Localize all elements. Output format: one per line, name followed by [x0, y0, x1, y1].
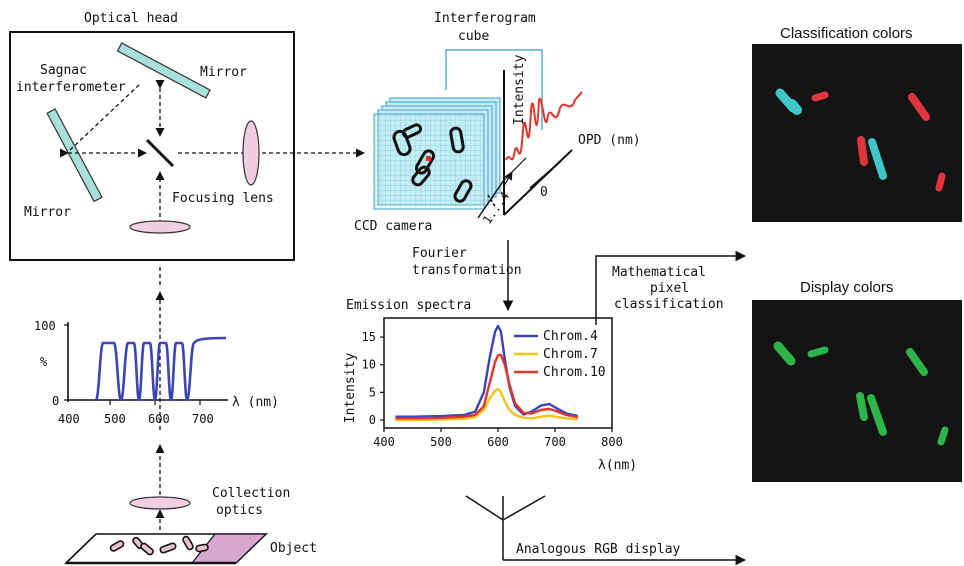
emission-spectra-chart: 400 500 600 700 800 0 5 10 15 Chrom.4Chrom.7Chro… — [362, 317, 623, 449]
object-chromosomes — [109, 535, 209, 556]
spectra-x-tick-label: 800 — [601, 435, 623, 449]
math-label-3: classification — [614, 297, 724, 312]
interferometer-beams — [59, 79, 365, 224]
cube-zero-label: 0 — [540, 185, 548, 200]
rgb-display-arrows — [465, 495, 747, 566]
filter-x-tick-500: 500 — [104, 412, 126, 426]
classification-chromosomes — [775, 88, 946, 192]
display-chromosomes — [773, 341, 949, 446]
filter-x-tick-700: 700 — [192, 412, 214, 426]
spectra-x-tick-label: 500 — [430, 435, 452, 449]
classification-image — [752, 44, 962, 222]
mirror-left-label: Mirror — [24, 205, 71, 220]
math-label-2: pixel — [650, 281, 689, 296]
ccd-camera-label: CCD camera — [354, 219, 432, 234]
spectra-ylabel: Intensity — [343, 353, 358, 424]
interferogram-label-1: Interferogram — [434, 11, 536, 26]
filter-x-tick-400: 400 — [58, 412, 80, 426]
spectra-series-line — [395, 387, 578, 422]
interferogram-curve — [505, 91, 583, 161]
fourier-label-1: Fourier — [412, 246, 467, 261]
cube-callout-line — [445, 49, 543, 130]
spectra-series-line — [395, 353, 579, 420]
filter-x-tick-600: 600 — [148, 412, 170, 426]
mirror-left — [46, 108, 103, 203]
optical-head-label: Optical head — [84, 11, 178, 26]
spectra-legend-label: Chrom.10 — [543, 365, 606, 380]
collection-label-2: optics — [216, 503, 263, 518]
cube-axes — [477, 70, 573, 219]
opd-label: OPD (nm) — [578, 133, 641, 148]
spectra-y-tick-label: 15 — [362, 330, 376, 344]
filter-chart: 100 % 0 400 500 600 700 λ (nm) — [34, 319, 279, 426]
cube-intensity-label: Intensity — [512, 54, 527, 125]
spectra-x-tick-label: 400 — [373, 435, 395, 449]
spectra-x-tick-label: 700 — [544, 435, 566, 449]
focusing-lens — [242, 120, 260, 186]
focusing-lens-label: Focusing lens — [172, 191, 274, 206]
display-image — [752, 300, 962, 482]
mirror-top-label: Mirror — [200, 65, 247, 80]
emission-title: Emission spectra — [346, 298, 471, 313]
sagnac-label-1: Sagnac — [40, 63, 87, 78]
filter-y-tick-0: 0 — [52, 394, 59, 408]
math-label-1: Mathematical — [612, 265, 706, 280]
beam-splitter — [145, 138, 175, 168]
interferogram-cube — [373, 97, 501, 210]
filter-y-unit: % — [40, 355, 48, 369]
classification-arrow — [595, 250, 747, 325]
collection-label-1: Collection — [212, 486, 290, 501]
filter-x-label: λ (nm) — [232, 395, 279, 410]
cube-chromosomes — [392, 123, 473, 203]
filter-transmission-curve — [94, 336, 227, 402]
spectra-xlabel: λ(nm) — [598, 458, 637, 473]
interferogram-label-2: cube — [458, 29, 489, 44]
spectra-legend-label: Chrom.7 — [543, 347, 598, 362]
relay-lens — [129, 220, 191, 234]
spectra-series-line — [395, 324, 579, 418]
display-colors-title: Display colors — [800, 279, 893, 296]
classification-colors-title: Classification colors — [780, 25, 913, 42]
optical-head-box — [9, 31, 295, 261]
sagnac-label-2: interferometer — [16, 80, 126, 95]
mirror-top — [116, 42, 211, 99]
spectra-y-tick-label: 5 — [369, 385, 376, 399]
fourier-label-2: transformation — [412, 263, 522, 278]
object-slide — [64, 533, 268, 565]
spectra-legend-label: Chrom.4 — [543, 329, 598, 344]
rgb-display-label: Analogous RGB display — [516, 542, 681, 557]
object-label: Object — [270, 541, 317, 556]
filter-y-tick-100: 100 — [34, 319, 56, 333]
collection-lens — [129, 496, 191, 510]
spectra-y-tick-label: 0 — [369, 413, 376, 427]
spectra-y-tick-label: 10 — [362, 358, 376, 372]
spectra-x-tick-label: 600 — [487, 435, 509, 449]
